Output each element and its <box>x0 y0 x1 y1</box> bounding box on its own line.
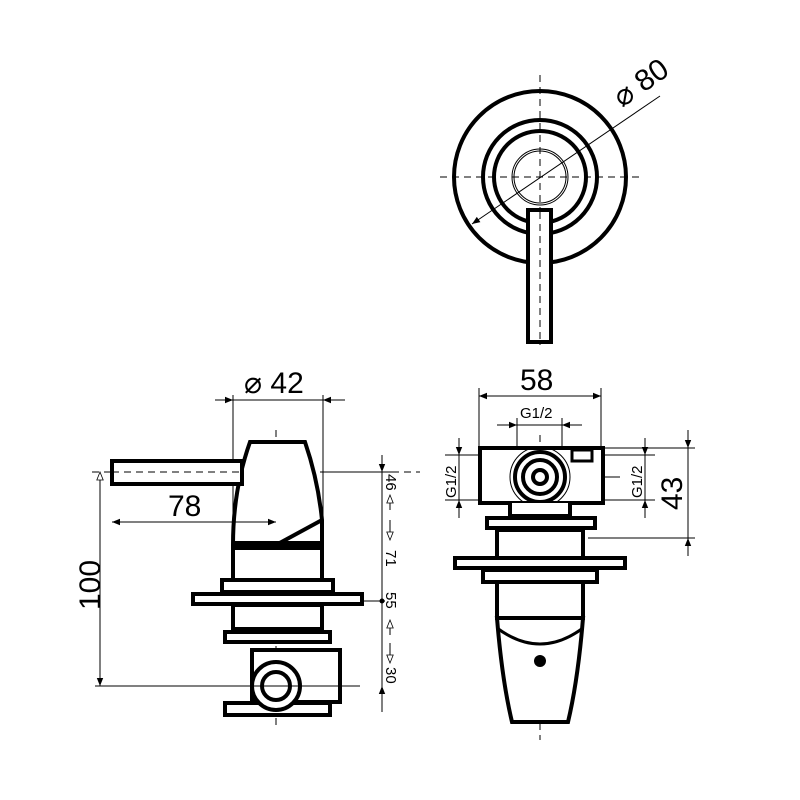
body-upper <box>495 528 585 560</box>
thread-right-label: G1/2 <box>629 465 646 498</box>
flange <box>485 516 597 530</box>
neck <box>508 503 572 518</box>
depth-30-label: 30 <box>382 667 399 684</box>
width-58-label: 58 <box>520 364 553 397</box>
thread-top-label: G1/2 <box>520 405 553 422</box>
ring <box>223 630 332 644</box>
datum-point <box>379 598 385 604</box>
depth-71-label: 71 <box>382 550 399 567</box>
depth-46-label: 46 <box>382 474 399 491</box>
diameter-80-label: ⌀ 80 <box>607 52 675 113</box>
cartridge-tab <box>570 448 594 463</box>
diameter-80-line <box>471 95 661 225</box>
depth-55-label: 55 <box>382 592 399 609</box>
wall-plate <box>453 556 627 570</box>
indicator-dot <box>534 655 546 667</box>
collar <box>220 578 335 594</box>
diameter-42-label: ⌀ 42 <box>244 367 304 400</box>
handle <box>494 616 586 724</box>
body-lower <box>231 603 324 631</box>
body <box>231 546 324 582</box>
handle-cut <box>275 518 323 547</box>
wall-plate <box>191 592 364 606</box>
height-43-label: 43 <box>656 477 689 510</box>
body-lower <box>495 580 585 620</box>
top-view: ⌀ 80 <box>440 52 675 345</box>
band <box>233 541 322 548</box>
side-view: ⌀ 42 78 100 46 71 55 30 <box>74 367 420 730</box>
cap-circle-inner <box>513 150 567 204</box>
handle-body <box>230 440 324 547</box>
front-view: 58 G1/2 G1/2 G1/2 43 <box>443 364 695 740</box>
cap-circle <box>511 148 569 206</box>
height-100-label: 100 <box>74 560 107 610</box>
port-inner <box>531 468 549 486</box>
thread-left-label: G1/2 <box>443 465 460 498</box>
lever-length-label: 78 <box>168 490 201 523</box>
handle-contour <box>496 626 584 646</box>
